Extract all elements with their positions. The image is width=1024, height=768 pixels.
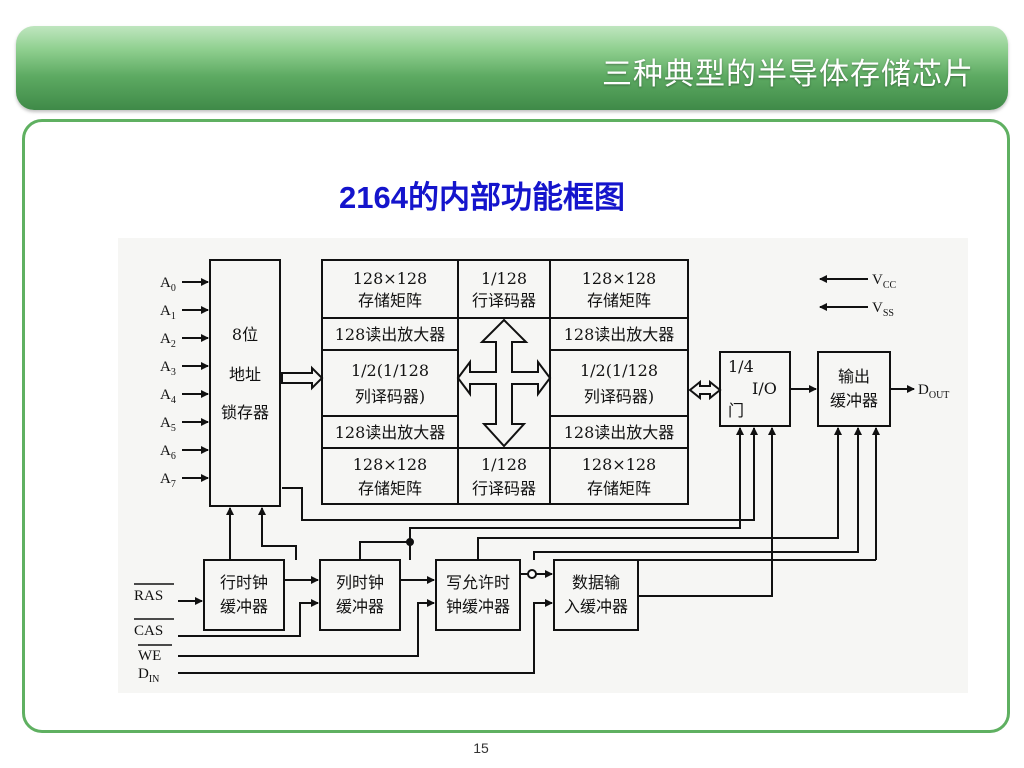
col-dec-left-line1: 1/2(1/128 — [351, 361, 429, 380]
title-banner: 三种典型的半导体存储芯片 — [16, 26, 1008, 110]
din-label: DIN — [138, 666, 159, 685]
amp-bl: 128读出放大器 — [335, 423, 446, 442]
io-gate-line3: 门 — [728, 401, 744, 420]
array-br-line1: 128×128 — [582, 455, 656, 474]
din-buf-line1: 数据输 — [572, 573, 620, 592]
page-number: 15 — [473, 740, 489, 756]
col-clk-line1: 列时钟 — [336, 573, 384, 592]
amp-tl: 128读出放大器 — [335, 325, 446, 344]
col-clk-line2: 缓冲器 — [336, 597, 384, 616]
col-dec-right-line1: 1/2(1/128 — [580, 361, 658, 380]
row-clk-line1: 行时钟 — [220, 573, 268, 592]
array-tr-line2: 存储矩阵 — [587, 291, 651, 310]
io-gate-line2: I/O — [752, 379, 777, 398]
io-gate-line1: 1/4 — [728, 357, 754, 376]
four-way-arrow — [456, 318, 552, 448]
cas-label: CAS — [134, 623, 163, 639]
col-dec-left-line2: 列译码器) — [355, 387, 425, 406]
latch-line2: 地址 — [229, 365, 261, 384]
row-dec-top-line1: 1/128 — [481, 269, 527, 288]
din-buf-line2: 入缓冲器 — [564, 597, 628, 616]
pin-a5: A5 — [160, 415, 176, 434]
pin-a4: A4 — [160, 387, 176, 406]
out-buffer-line2: 缓冲器 — [830, 391, 878, 410]
latch-to-array-arrow — [281, 365, 324, 391]
pin-a0: A0 — [160, 275, 176, 294]
out-buffer-line1: 输出 — [838, 367, 870, 386]
row-clock-buffer-box — [203, 559, 285, 631]
heading-text: 的内部功能框图 — [407, 180, 625, 216]
dout-label: DOUT — [918, 382, 949, 401]
row-dec-top-line2: 行译码器 — [472, 291, 536, 310]
we-label: WE — [138, 648, 161, 664]
we-clk-line2: 钟缓冲器 — [446, 597, 510, 616]
vcc-label: VCC — [872, 272, 897, 291]
vss-label: VSS — [872, 300, 894, 319]
slide-title: 三种典型的半导体存储芯片 — [602, 57, 974, 92]
pin-a3: A3 — [160, 359, 176, 378]
we-clk-line1: 写允许时 — [446, 573, 510, 592]
latch-line1: 8位 — [232, 325, 258, 344]
pin-a6: A6 — [160, 443, 176, 462]
pin-a2: A2 — [160, 331, 176, 350]
array-tl-line1: 128×128 — [353, 269, 427, 288]
pin-a1: A1 — [160, 303, 176, 322]
address-latch-box — [209, 259, 281, 507]
heading-number: 2164 — [339, 180, 408, 215]
ras-label: RAS — [134, 588, 163, 604]
amp-tr: 128读出放大器 — [564, 325, 675, 344]
array-br-line2: 存储矩阵 — [587, 479, 651, 498]
array-bl-line2: 存储矩阵 — [358, 479, 422, 498]
row-dec-bottom-line2: 行译码器 — [472, 479, 536, 498]
amp-br: 128读出放大器 — [564, 423, 675, 442]
pin-a7: A7 — [160, 471, 176, 490]
memory-array-box — [321, 259, 689, 505]
row-dec-bottom-line1: 1/128 — [481, 455, 527, 474]
diagram-background — [118, 238, 968, 693]
array-bl-line1: 128×128 — [353, 455, 427, 474]
latch-line3: 锁存器 — [221, 403, 269, 422]
array-tl-line2: 存储矩阵 — [358, 291, 422, 310]
row-clk-line2: 缓冲器 — [220, 597, 268, 616]
diagram-heading: 2164的内部功能框图 — [0, 172, 1024, 217]
array-tr-line1: 128×128 — [582, 269, 656, 288]
col-dec-right-line2: 列译码器) — [584, 387, 654, 406]
